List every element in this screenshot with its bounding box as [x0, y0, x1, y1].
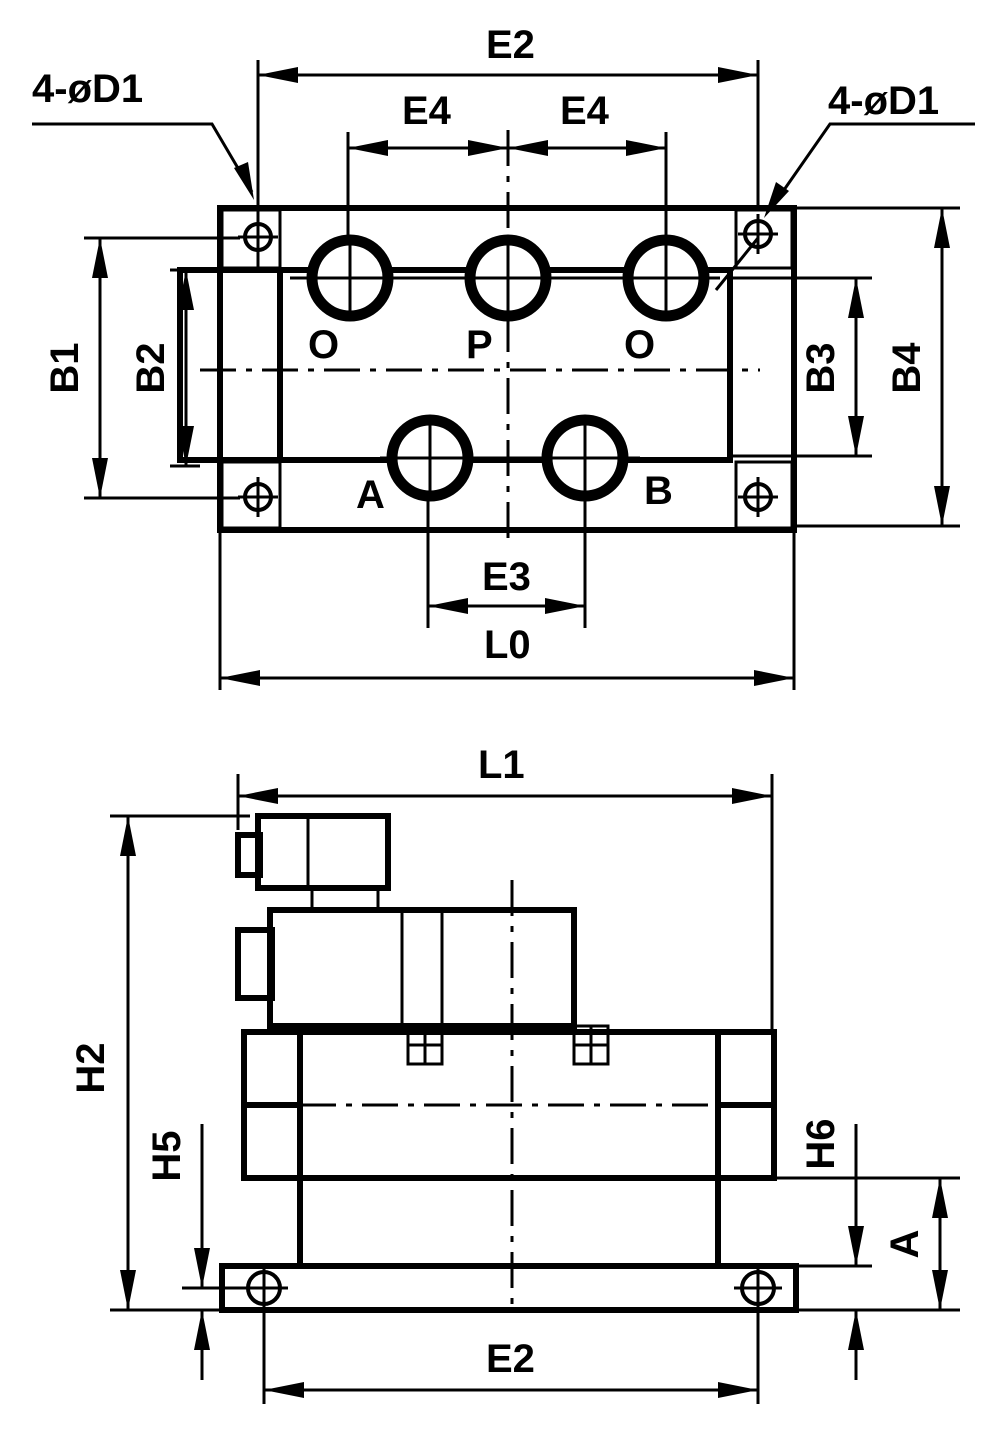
- left-solenoid-outline: [177, 267, 283, 463]
- h5-dimension: [182, 1124, 240, 1380]
- d1-right-leader-extra: [714, 237, 760, 291]
- corner-block-bl: [220, 460, 282, 530]
- l1-dimension: [236, 774, 774, 1032]
- label-port-o-left: O: [308, 323, 339, 367]
- label-b1: B1: [43, 342, 87, 393]
- coil-dividers: [400, 910, 444, 1026]
- label-b2: B2: [129, 342, 173, 393]
- label-h5: H5: [145, 1130, 189, 1181]
- connector-housing: [255, 813, 391, 891]
- label-e2-bottom: E2: [486, 1337, 535, 1381]
- label-l0: L0: [484, 623, 531, 667]
- connector-details: [306, 818, 380, 910]
- manifold-sides: [297, 1175, 721, 1269]
- label-b3: B3: [799, 342, 843, 393]
- label-dim-a: A: [883, 1230, 927, 1259]
- label-e3: E3: [482, 555, 531, 599]
- label-d1-left: 4-øD1: [32, 67, 143, 111]
- h2-dimension: [110, 814, 250, 1312]
- base-plate: [219, 1263, 799, 1313]
- coil-side-tab: [235, 927, 275, 1001]
- d1-left-leader: [32, 122, 254, 193]
- label-port-a: A: [356, 473, 385, 517]
- label-d1-right: 4-øD1: [828, 79, 939, 123]
- label-h2: H2: [69, 1042, 113, 1093]
- front-view: L1 H2 H5 H6 A E2: [69, 743, 960, 1404]
- corner-block-br: [734, 460, 794, 530]
- corner-block-tr: [734, 208, 794, 270]
- b4-dimension: [794, 206, 960, 528]
- label-b4: B4: [885, 342, 929, 394]
- label-e2-top: E2: [486, 23, 535, 67]
- label-l1: L1: [478, 743, 525, 787]
- label-port-b: B: [644, 469, 673, 513]
- solenoid-coil: [267, 907, 577, 1029]
- h6-dimension: [774, 1124, 960, 1380]
- b1-dimension: [84, 236, 240, 500]
- label-port-p: P: [466, 323, 493, 367]
- label-port-o-right: O: [624, 323, 655, 367]
- label-e4-right: E4: [560, 89, 610, 133]
- l0-dimension: [218, 530, 796, 690]
- e2-top-dimension: [256, 60, 760, 270]
- label-h6: H6: [799, 1118, 843, 1169]
- a-dimension: [796, 1178, 960, 1312]
- d1-right-leader: [768, 122, 975, 211]
- e2-bottom-dimension: [262, 1310, 760, 1404]
- top-view: E2 E4 E4 4-øD1 4-øD1 B1 B2 B3 B4 O P O A…: [32, 23, 975, 690]
- label-e4-left: E4: [402, 89, 452, 133]
